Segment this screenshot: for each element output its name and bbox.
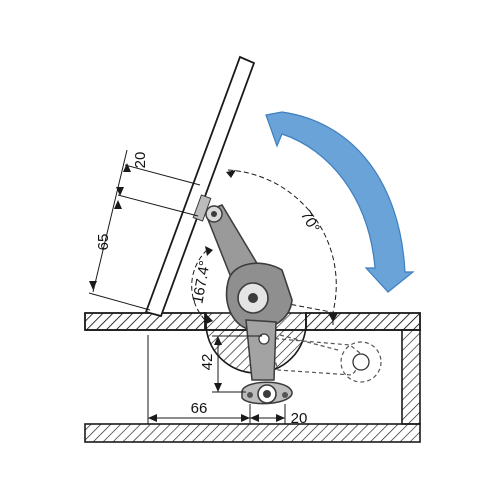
dimension-arrowheads xyxy=(89,163,285,422)
closed-roller xyxy=(352,353,370,371)
base-screw-right xyxy=(282,392,288,398)
lid-panel xyxy=(144,55,256,318)
lid-bracket xyxy=(192,194,212,222)
base-screw-left xyxy=(247,392,253,398)
dim-20-bottom-label: 20 xyxy=(291,410,308,427)
arc-167 xyxy=(191,249,208,323)
dimension-lines xyxy=(88,149,286,424)
angle-167-label: 167.4° xyxy=(189,259,213,305)
cabinet-bottom-wall xyxy=(84,423,421,443)
stay-mechanism xyxy=(192,194,293,405)
arc-arrowheads xyxy=(205,170,338,324)
lower-arm xyxy=(245,319,277,381)
dim-42-label: 42 xyxy=(199,354,216,371)
rotation-arrow xyxy=(265,111,415,293)
arc-70 xyxy=(227,169,337,313)
cabinet-side-wall xyxy=(401,329,421,425)
dim-20-top-label: 20 xyxy=(132,152,149,169)
dim-65-label: 65 xyxy=(95,234,112,251)
cabinet-top-wall-left xyxy=(84,312,206,331)
cabinet-top-wall-right xyxy=(305,312,421,331)
angle-70-label: 70° xyxy=(297,208,323,236)
dim-66-label: 66 xyxy=(191,400,208,417)
